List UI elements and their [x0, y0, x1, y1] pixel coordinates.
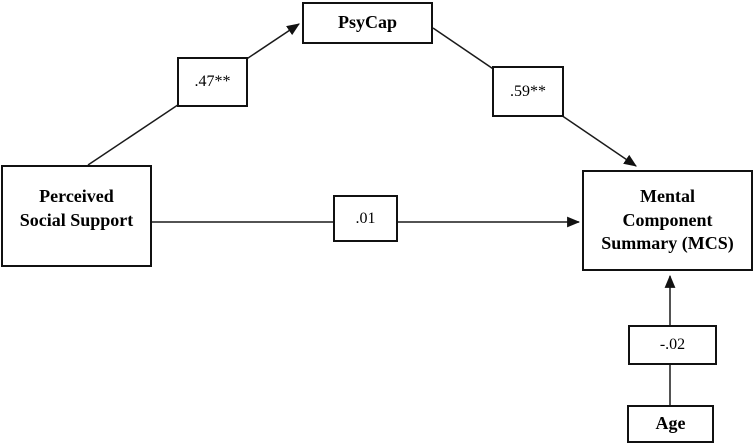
coefficient-psycap-to-mcs-label: .59**	[510, 82, 546, 100]
coefficient-psycap-to-mcs: .59**	[492, 66, 564, 117]
node-pss-label-line1: Perceived	[39, 186, 114, 207]
node-mental-component-summary: Mental Component Summary (MCS)	[582, 170, 753, 271]
coefficient-pss-to-psycap: .47**	[177, 57, 248, 107]
coefficient-pss-to-psycap-label: .47**	[194, 73, 231, 91]
node-perceived-social-support: Perceived Social Support	[1, 165, 152, 267]
node-mcs-label-line3: Summary (MCS)	[601, 233, 734, 254]
coefficient-age-to-mcs-label: -.02	[659, 336, 686, 354]
node-psycap: PsyCap	[302, 2, 433, 44]
node-pss-label-line2: Social Support	[19, 210, 134, 230]
coefficient-pss-to-mcs-label: .01	[355, 209, 376, 227]
coefficient-pss-to-mcs: .01	[333, 195, 398, 242]
coefficient-age-to-mcs: -.02	[628, 325, 717, 365]
node-mcs-label-line1: Mental	[640, 185, 695, 206]
node-psycap-label: PsyCap	[337, 12, 397, 33]
node-age: Age	[627, 405, 714, 443]
node-age-label: Age	[655, 413, 686, 434]
node-mcs-label-line2: Component	[622, 209, 713, 230]
